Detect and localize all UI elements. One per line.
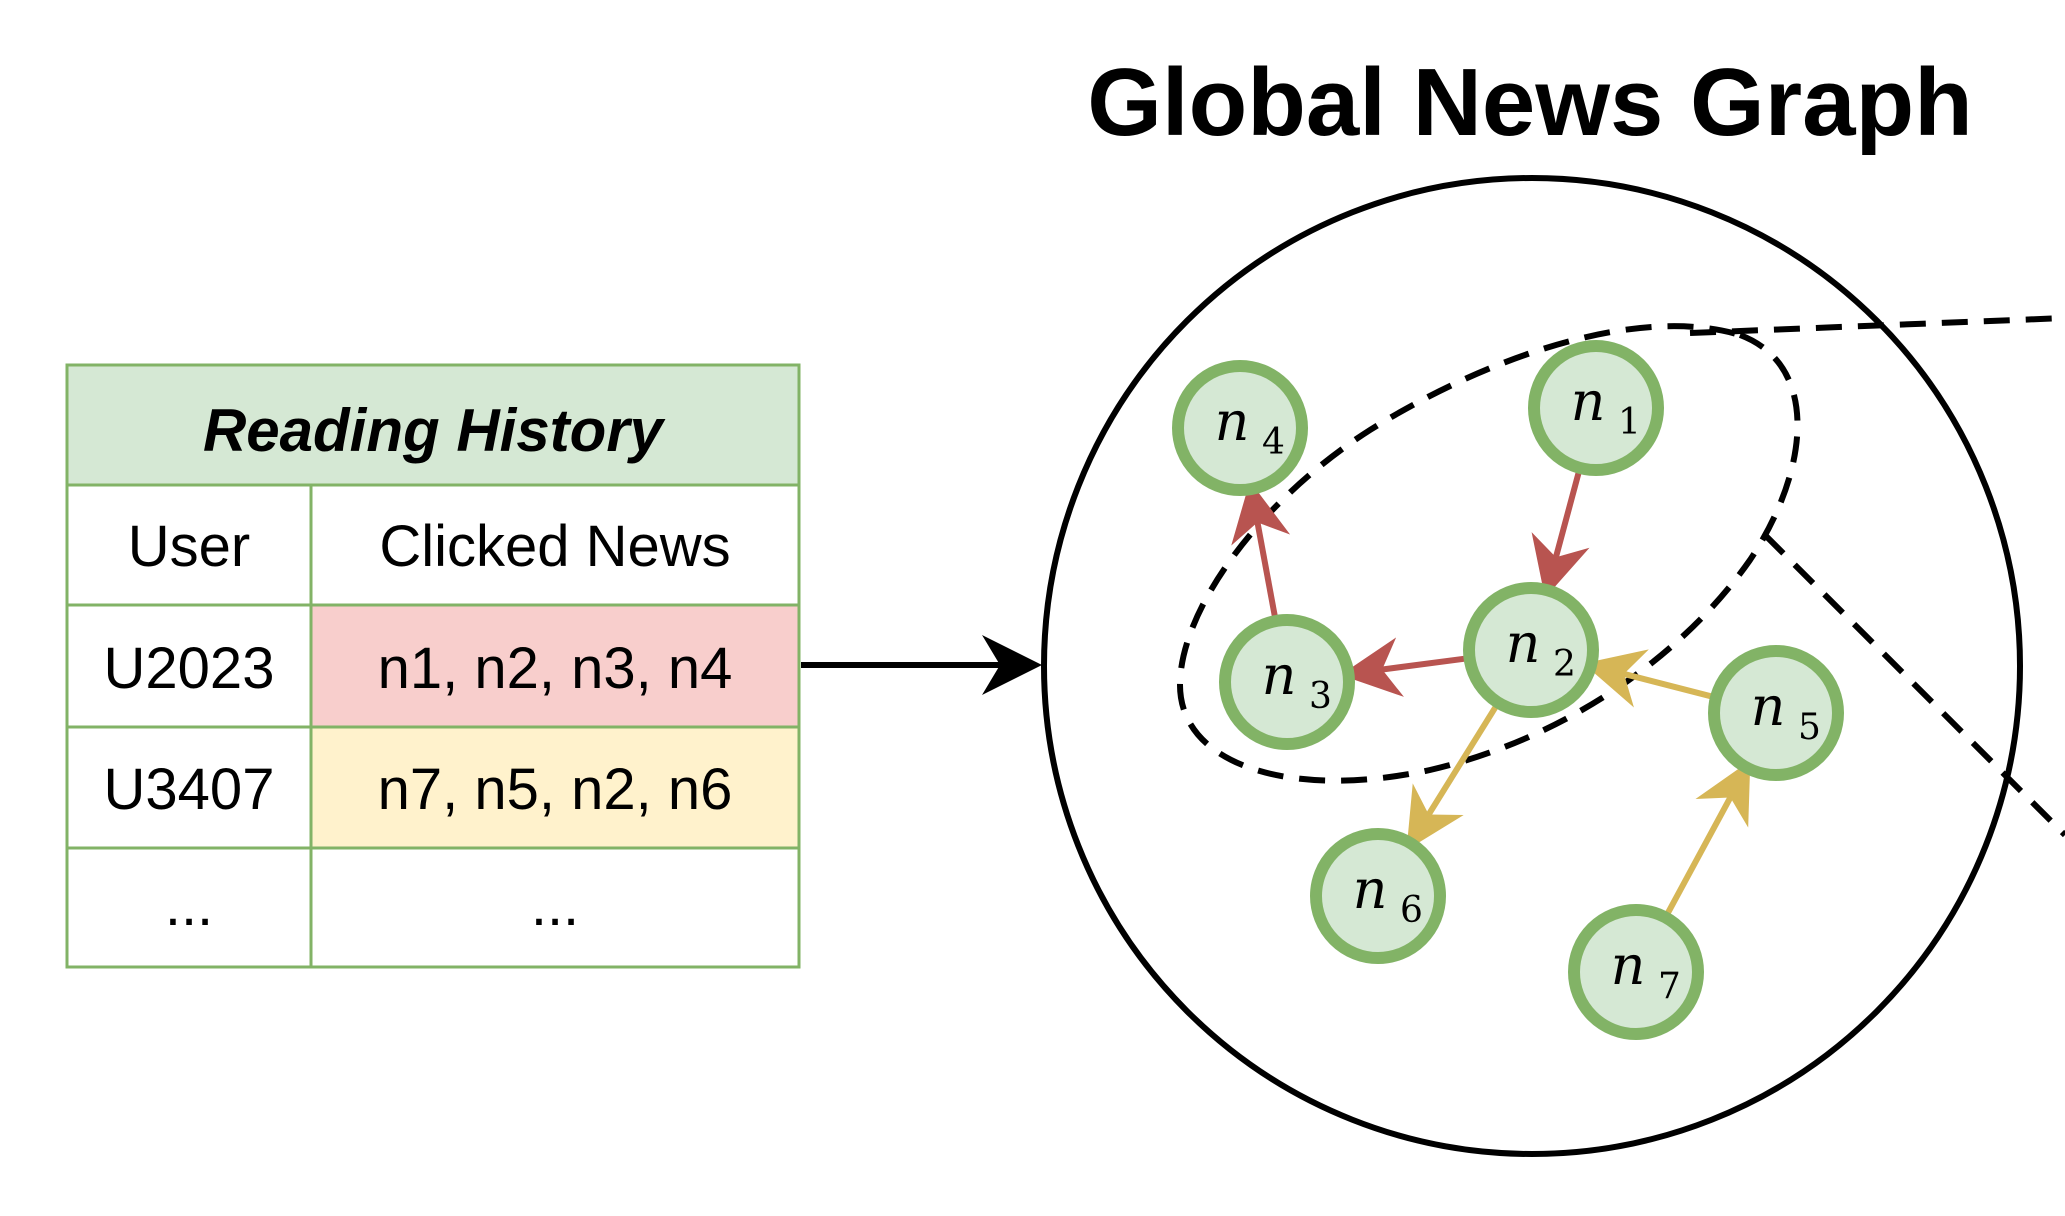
- node-subscript-n6: 6: [1400, 890, 1423, 931]
- node-circle-n1: [1528, 340, 1664, 476]
- column-header-clicked-news: Clicked News: [379, 514, 730, 579]
- node-circle-n5: [1708, 645, 1844, 781]
- table-header-cell: [65, 363, 801, 487]
- node-subscript-n2: 2: [1553, 644, 1576, 685]
- table-row-1-news: n1, n2, n3, n4: [378, 636, 733, 701]
- table-header-label: Reading History: [203, 397, 666, 464]
- edge-n2-to-n3: [1340, 637, 1470, 697]
- column-header-user-cell: [65, 483, 313, 607]
- node-subscript-n7: 7: [1658, 966, 1681, 1007]
- table-row-1-user: U2023: [104, 636, 275, 701]
- zoom-guide-line-bottom: [1762, 532, 2065, 838]
- node-subscript-n1: 1: [1618, 402, 1641, 443]
- graph-edges: [1231, 467, 1751, 919]
- zoom-guide-line-top: [1689, 315, 2065, 336]
- node-label-n1: n: [1571, 370, 1606, 433]
- node-subscript-n4: 4: [1262, 422, 1285, 463]
- global-graph-circle: [1041, 175, 2023, 1157]
- node-label-n7: n: [1611, 934, 1646, 997]
- node-label-n4: n: [1215, 390, 1250, 453]
- node-label-n6: n: [1353, 858, 1388, 921]
- column-header-user: User: [128, 514, 250, 579]
- edge-n7-to-n5: [1662, 760, 1751, 919]
- column-header-news-cell: [309, 483, 801, 607]
- table-row-3-news: ...: [531, 873, 579, 938]
- node-circle-n6: [1310, 828, 1446, 964]
- edge-n3-to-n4: [1231, 481, 1291, 622]
- table-row-2-user-cell: [65, 725, 313, 850]
- node-label-n5: n: [1751, 675, 1786, 738]
- reading-history-table: Reading History User Clicked News U2023 …: [65, 363, 801, 969]
- edge-n5-to-n2: [1583, 649, 1717, 708]
- table-row-2-news: n7, n5, n2, n6: [378, 757, 733, 822]
- table-row-3-news-cell: [309, 846, 801, 969]
- node-subscript-n3: 3: [1309, 676, 1332, 717]
- node-label-n2: n: [1506, 612, 1541, 675]
- user-subgraph-dashed-outline: [1176, 323, 1801, 784]
- edge-n1-to-n2: [1531, 467, 1590, 598]
- table-row-3-user: ...: [165, 873, 213, 938]
- node-circle-n2: [1463, 582, 1599, 718]
- node-circle-n7: [1568, 904, 1704, 1040]
- node-label-n3: n: [1262, 644, 1297, 707]
- diagram-title: Global News Graph: [1087, 49, 1973, 156]
- table-row-2-user: U3407: [104, 757, 275, 822]
- node-circle-n4: [1172, 360, 1308, 496]
- edge-n2-to-n6: [1406, 701, 1501, 851]
- node-circle-n3: [1219, 614, 1355, 750]
- node-subscript-n5: 5: [1798, 707, 1821, 748]
- table-row-3-user-cell: [65, 846, 313, 969]
